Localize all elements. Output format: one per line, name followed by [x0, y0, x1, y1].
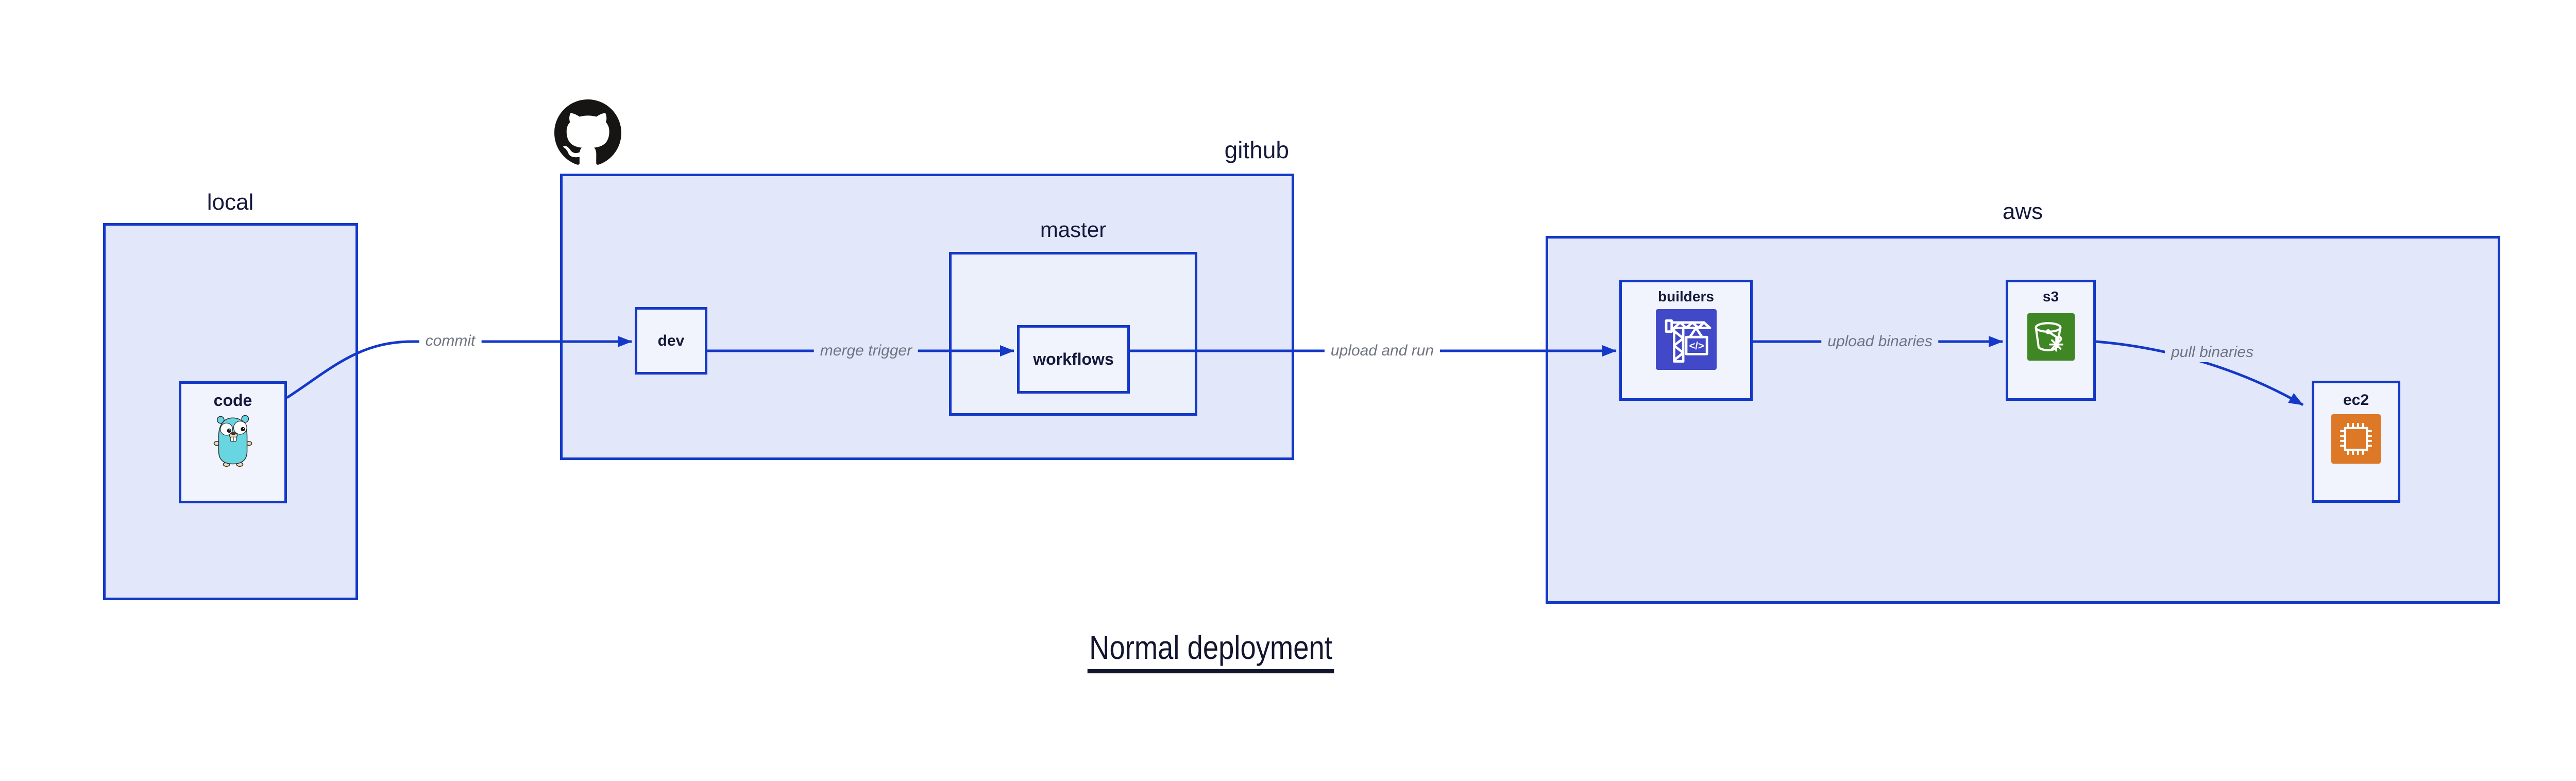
codebuild-crane-icon: </> — [1655, 309, 1717, 370]
node-workflows-label: workflows — [1033, 350, 1114, 368]
node-s3-label: s3 — [2042, 288, 2059, 304]
node-dev: dev — [635, 307, 707, 375]
group-aws-label: aws — [2002, 199, 2043, 224]
node-dev-label: dev — [657, 332, 685, 349]
node-ec2-label: ec2 — [2343, 392, 2369, 409]
node-builders-label: builders — [1658, 288, 1714, 304]
edge-label-commit: commit — [419, 331, 482, 351]
node-code: code — [179, 381, 287, 503]
edge-label-pull-binaries: pull binaries — [2164, 343, 2260, 362]
edge-label-upload-binaries: upload binaries — [1821, 332, 1939, 351]
edge-label-upload-and-run: upload and run — [1324, 341, 1440, 361]
group-github-label: github — [1224, 137, 1289, 163]
group-master-label: master — [1040, 217, 1107, 242]
node-ec2: ec2 — [2312, 381, 2400, 503]
node-builders: builders </> — [1619, 280, 1753, 401]
node-s3: s3 — [2006, 280, 2096, 401]
group-local-label: local — [207, 190, 254, 215]
github-octocat-icon — [554, 99, 621, 165]
node-code-label: code — [213, 391, 252, 410]
diagram-title: Normal deployment — [1087, 629, 1334, 673]
ec2-chip-icon — [2331, 414, 2381, 464]
go-gopher-icon — [213, 415, 252, 467]
codebuild-code-glyph: </> — [1689, 341, 1704, 352]
node-workflows: workflows — [1017, 325, 1130, 394]
edge-label-merge-trigger: merge trigger — [814, 341, 919, 361]
s3-glacier-bucket-icon — [2027, 313, 2075, 361]
